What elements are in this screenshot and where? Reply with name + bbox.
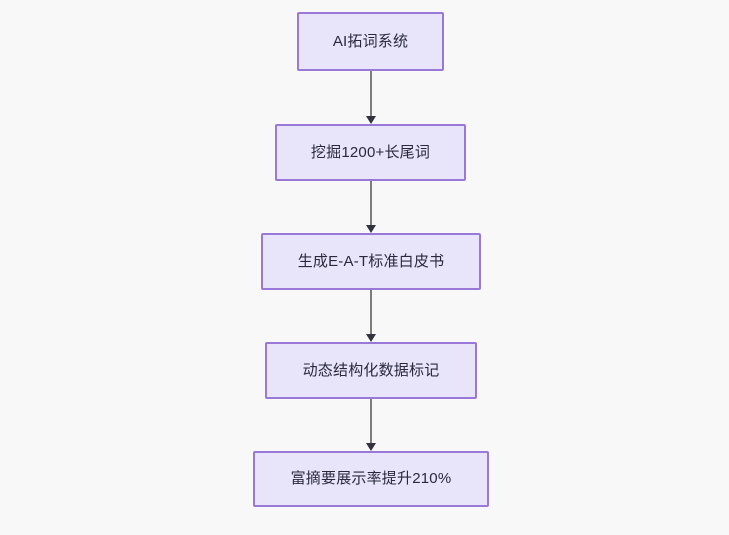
arrow-head-icon <box>365 443 376 451</box>
flow-edge-3 <box>360 290 381 342</box>
flow-node-label: 动态结构化数据标记 <box>302 361 440 379</box>
flow-node-mine-longtail-keywords[interactable]: 挖掘1200+长尾词 <box>275 124 466 181</box>
flow-node-dynamic-structured-data-markup[interactable]: 动态结构化数据标记 <box>265 342 477 399</box>
flow-node-label: 生成E-A-T标准白皮书 <box>297 252 445 270</box>
flow-node-generate-eat-whitepaper[interactable]: 生成E-A-T标准白皮书 <box>261 233 481 290</box>
arrow-head-icon <box>365 334 376 342</box>
flow-node-label: AI拓词系统 <box>332 32 409 50</box>
arrow-head-icon <box>365 225 376 233</box>
flow-node-ai-keyword-system[interactable]: AI拓词系统 <box>297 12 444 71</box>
flow-edge-line <box>369 71 372 117</box>
arrow-head-icon <box>365 116 376 124</box>
flow-node-rich-snippet-rate-increase[interactable]: 富摘要展示率提升210% <box>253 451 489 507</box>
flow-edge-1 <box>360 71 381 124</box>
flow-edge-line <box>369 399 372 444</box>
flow-edge-line <box>369 290 372 335</box>
flow-node-label: 挖掘1200+长尾词 <box>310 143 431 161</box>
flow-edge-line <box>369 181 372 226</box>
flow-node-label: 富摘要展示率提升210% <box>290 470 452 487</box>
flow-edge-2 <box>360 181 381 233</box>
flow-edge-4 <box>360 399 381 451</box>
